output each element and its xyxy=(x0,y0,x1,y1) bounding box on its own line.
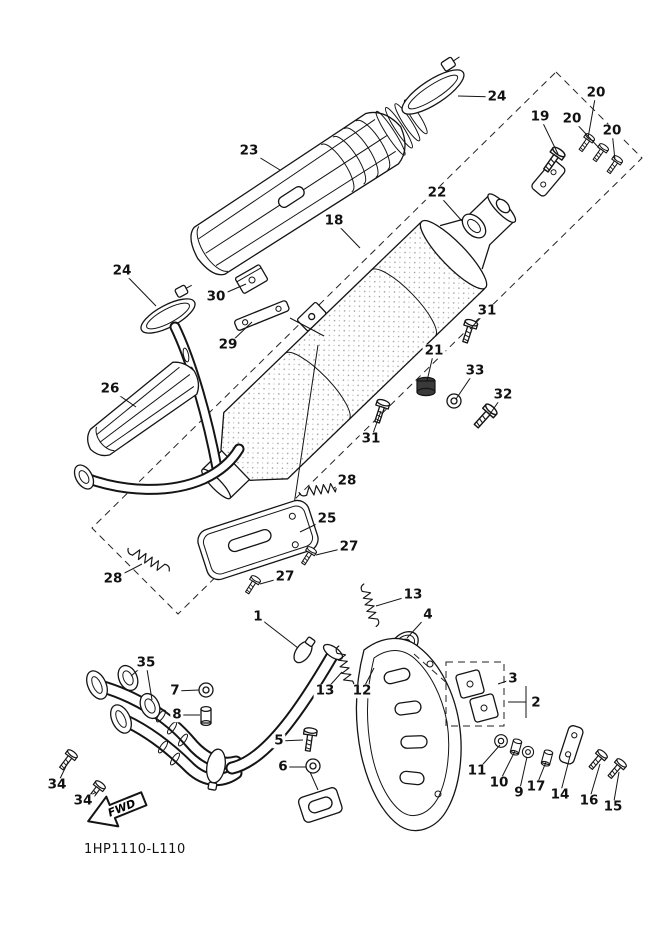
bolt-16 xyxy=(585,747,610,773)
bracket-14 xyxy=(558,725,584,765)
callout-label-5: 5 xyxy=(272,732,286,749)
exhaust-flange-a xyxy=(86,670,108,700)
spring-28b xyxy=(125,543,172,577)
callout-label-4: 4 xyxy=(421,606,435,623)
bracket-30 xyxy=(234,264,269,294)
stay-2 xyxy=(469,693,499,723)
stud-34a xyxy=(56,747,80,773)
collar-17 xyxy=(540,748,554,768)
callout-label-20: 20 xyxy=(600,122,624,139)
callout-label-24: 24 xyxy=(110,262,134,279)
callout-label-18: 18 xyxy=(322,212,346,229)
exhaust-flange-b xyxy=(110,704,132,734)
bracket-29 xyxy=(234,300,290,331)
heat-shield-23 xyxy=(190,99,428,276)
screw-27b xyxy=(242,573,262,597)
pipe-joint-clamp-1 xyxy=(293,636,316,664)
gasket-35a xyxy=(117,664,139,692)
callout-label-14: 14 xyxy=(548,786,572,803)
bolt-15 xyxy=(604,756,629,782)
callout-label-7: 7 xyxy=(168,682,182,699)
bolt-32 xyxy=(470,401,500,432)
washer-9 xyxy=(521,745,535,759)
muffler-stay-plate xyxy=(531,160,566,197)
callout-label-24: 24 xyxy=(485,88,509,105)
washer-33 xyxy=(446,393,462,409)
callout-label-20: 20 xyxy=(560,110,584,127)
screw-20b xyxy=(589,141,611,164)
collector-clamp xyxy=(206,748,226,791)
front-pipe-shield xyxy=(87,361,200,457)
callout-label-13: 13 xyxy=(313,682,337,699)
stay-dashed-box xyxy=(445,661,505,727)
callout-label-32: 32 xyxy=(491,386,515,403)
callout-label-34: 34 xyxy=(71,792,95,809)
callout-label-10: 10 xyxy=(487,774,511,791)
outlet-flange xyxy=(495,198,511,214)
callout-label-11: 11 xyxy=(465,762,489,779)
callout-label-3: 3 xyxy=(506,670,520,687)
washer-11 xyxy=(494,734,508,748)
callout-label-21: 21 xyxy=(422,342,446,359)
callout-label-35: 35 xyxy=(134,654,158,671)
washer-7 xyxy=(198,682,214,698)
lower-mount-bracket xyxy=(297,787,343,823)
callout-label-2: 2 xyxy=(529,694,543,711)
callout-label-29: 29 xyxy=(216,336,240,353)
screw-20c xyxy=(603,153,625,176)
protector-25 xyxy=(197,499,319,581)
damper-21 xyxy=(416,376,436,397)
rear-bracket xyxy=(355,637,462,832)
callout-label-27: 27 xyxy=(273,568,297,585)
callout-label-30: 30 xyxy=(204,288,228,305)
callout-label-1: 1 xyxy=(251,608,265,625)
collar-8 xyxy=(200,705,212,727)
screw-20a xyxy=(575,131,597,154)
callout-label-22: 22 xyxy=(425,184,449,201)
clamp-24-lower xyxy=(140,284,196,334)
subassembly-dashed-box xyxy=(91,71,643,615)
callout-label-19: 19 xyxy=(528,108,552,125)
washer-6 xyxy=(305,758,321,774)
callout-label-20: 20 xyxy=(584,84,608,101)
callout-label-31: 31 xyxy=(359,430,383,447)
callout-label-8: 8 xyxy=(170,706,184,723)
callout-label-12: 12 xyxy=(350,682,374,699)
callout-label-16: 16 xyxy=(577,792,601,809)
callout-label-9: 9 xyxy=(512,784,526,801)
clamp-24-upper xyxy=(401,56,465,115)
callout-label-34: 34 xyxy=(45,776,69,793)
muffler-body xyxy=(201,193,517,500)
callout-label-25: 25 xyxy=(315,510,339,527)
gasket-22 xyxy=(461,213,487,239)
callout-label-13: 13 xyxy=(401,586,425,603)
bolt-5 xyxy=(300,726,319,753)
callout-label-27: 27 xyxy=(337,538,361,555)
callout-label-28: 28 xyxy=(335,472,359,489)
callout-label-15: 15 xyxy=(601,798,625,815)
callout-label-28: 28 xyxy=(101,570,125,587)
callout-label-6: 6 xyxy=(276,758,290,775)
gasket-35b xyxy=(139,692,161,720)
front-pipe-flange xyxy=(73,464,95,490)
callout-label-33: 33 xyxy=(463,362,487,379)
callout-label-17: 17 xyxy=(524,778,548,795)
bolt-31a xyxy=(458,317,480,345)
callout-label-26: 26 xyxy=(98,380,122,397)
collar-10 xyxy=(509,737,523,757)
diagram-code: 1HP1110-L110 xyxy=(84,842,186,857)
callout-label-23: 23 xyxy=(237,142,261,159)
callout-label-31: 31 xyxy=(475,302,499,319)
stay-3 xyxy=(455,669,485,699)
